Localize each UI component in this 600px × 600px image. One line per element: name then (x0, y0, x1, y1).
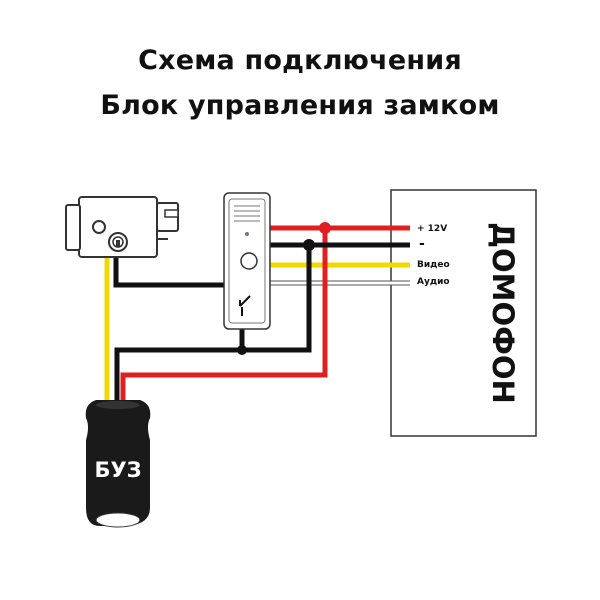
lock-to-switch-wire (113, 258, 243, 300)
diagram-title: Схема подключения Блок управления замком (0, 38, 600, 128)
title-line-2: Блок управления замком (100, 90, 500, 121)
power-supply-unit: БУЗ (85, 400, 151, 528)
intercom-label: ДОМОФОН (486, 222, 520, 404)
terminal-labels: + 12V - Видео Аудио (417, 224, 450, 287)
junction-black (303, 239, 315, 251)
title-line-1: Схема подключения (138, 45, 462, 76)
terminal-label-video: Видео (417, 260, 450, 270)
psu-body (85, 400, 151, 526)
psu-base (95, 512, 141, 528)
camera-icon (240, 252, 258, 270)
terminal-label-audio: Аудио (417, 277, 450, 287)
black-wire-down (114, 245, 312, 400)
junction-ground (237, 345, 247, 355)
intercom-box (390, 189, 537, 437)
terminal-label-plus12v: + 12V (417, 224, 447, 234)
psu-label: БУЗ (94, 458, 141, 482)
junction-red (319, 222, 331, 234)
switch-icon (239, 295, 251, 316)
door-panel (223, 192, 271, 330)
red-wire-down (120, 228, 328, 400)
lock-icon (65, 196, 179, 258)
psu-cap (96, 401, 140, 409)
panel-dot (245, 232, 249, 236)
terminal-label-minus: - (419, 236, 425, 252)
wires (104, 222, 410, 400)
speaker-grille (234, 205, 260, 222)
intercom-unit: ДОМОФОН (390, 189, 537, 437)
